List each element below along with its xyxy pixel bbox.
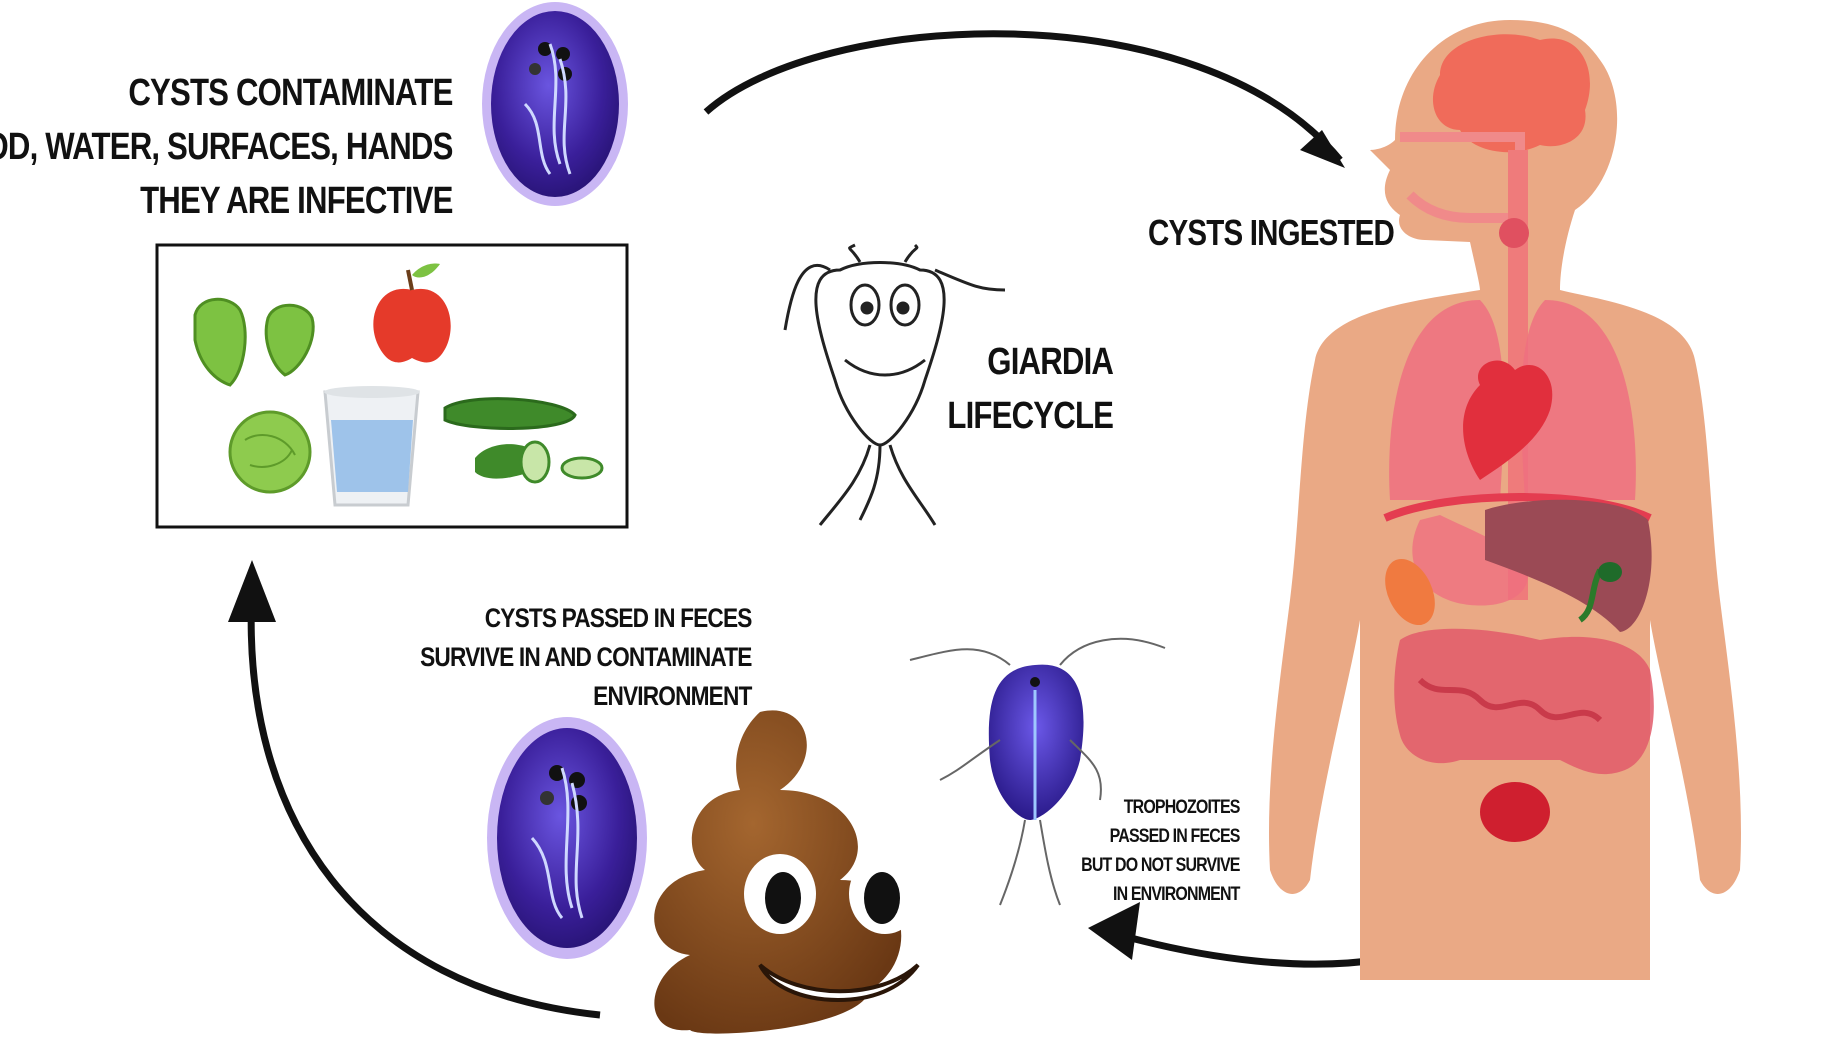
contaminate-line-3: THEY ARE INFECTIVE: [140, 180, 454, 222]
human-body: [1269, 20, 1741, 980]
water-glass-icon: [323, 386, 420, 507]
troph-line-2: PASSED IN FECES: [1110, 826, 1241, 847]
arrow-top: [703, 30, 1343, 163]
giardia-line-1: GIARDIA: [987, 341, 1114, 383]
cysts-feces-line-3: ENVIRONMENT: [593, 681, 753, 711]
arrow-top-head: [1300, 130, 1345, 168]
giardia-title: GIARDIA LIFECYCLE: [947, 335, 1114, 443]
poop-icon: [654, 710, 921, 1034]
contaminate-line-2: FOOD, WATER, SURFACES, HANDS: [0, 126, 454, 168]
troph-line-3: BUT DO NOT SURVIVE: [1081, 855, 1241, 876]
brain-icon: [1432, 34, 1590, 153]
troph-line-1: TROPHOZOITES: [1124, 797, 1241, 818]
food-box: [155, 243, 629, 529]
cysts-feces-line-2: SURVIVE IN AND CONTAMINATE: [420, 642, 753, 672]
cyst-icon: [482, 2, 628, 206]
kidney-icon: [1385, 558, 1435, 626]
contaminate-line-1: CYSTS CONTAMINATE: [128, 72, 454, 114]
arrow-left-head: [228, 560, 276, 622]
apple-icon: [373, 263, 451, 363]
cabbage-icon: [228, 410, 312, 494]
ingested-label: CYSTS INGESTED: [1148, 212, 1395, 253]
giardia-line-2: LIFECYCLE: [947, 395, 1114, 437]
cyst-icon: [487, 717, 647, 959]
arrow-bottom-head: [1088, 902, 1140, 960]
cucumber-icon: [443, 397, 604, 484]
arrow-left: [247, 589, 601, 1019]
lettuce-icon: [193, 297, 315, 387]
troph-line-4: IN ENVIRONMENT: [1113, 884, 1240, 905]
heart-icon: [1463, 360, 1553, 480]
cysts-feces-label: CYSTS PASSED IN FECES SURVIVE IN AND CON…: [420, 599, 753, 716]
contaminate-label: CYSTS CONTAMINATE FOOD, WATER, SURFACES,…: [0, 66, 454, 228]
trophozoite-icon: [909, 637, 1166, 906]
trophozoites-label: TROPHOZOITES PASSED IN FECES BUT DO NOT …: [1081, 793, 1241, 909]
giardia-icon: [783, 243, 1006, 526]
cysts-feces-line-1: CYSTS PASSED IN FECES: [485, 603, 753, 633]
liver-icon: [1485, 499, 1652, 632]
